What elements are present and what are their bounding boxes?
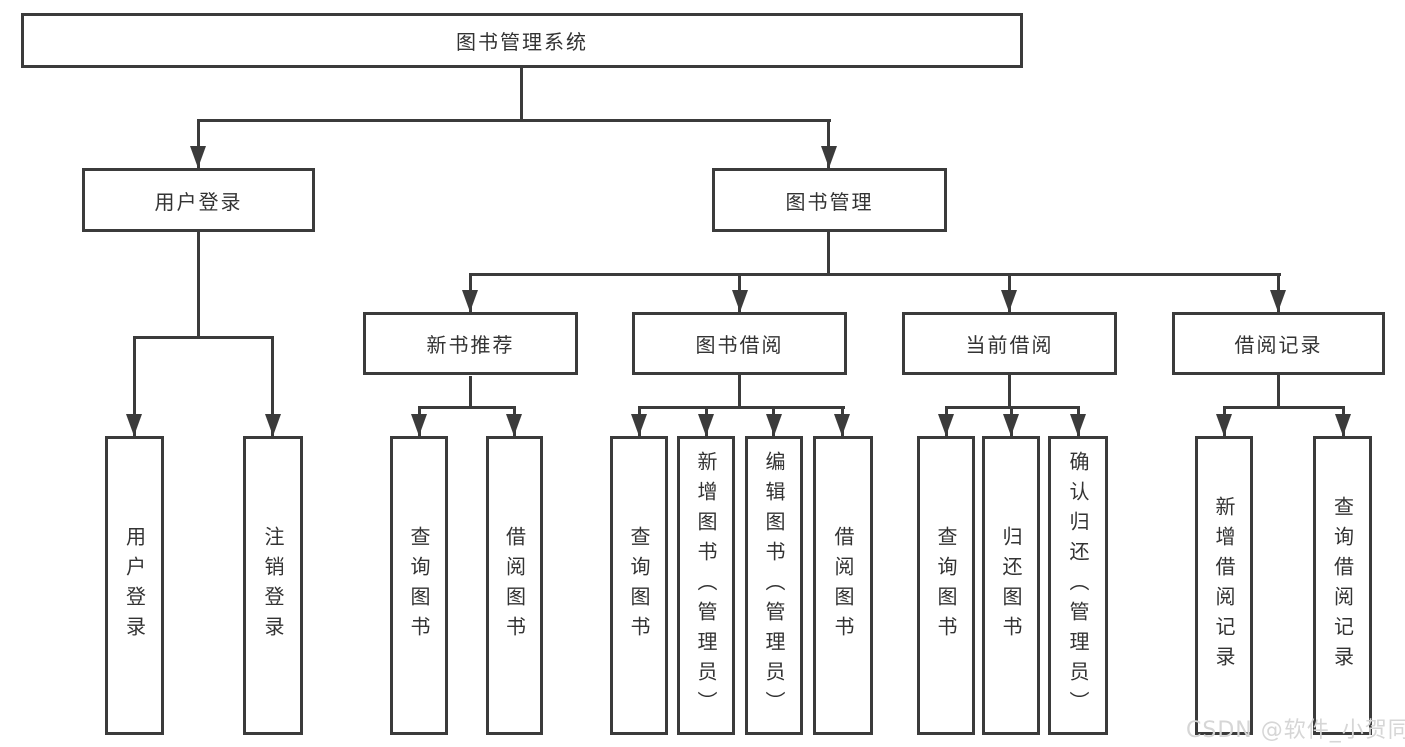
leaf-borrow-add-books-admin: 新增图书（管理员） xyxy=(677,436,735,735)
connector-line xyxy=(1008,375,1011,406)
connector-line xyxy=(133,336,136,436)
connector-line xyxy=(738,375,741,406)
leaf-borrow-edit-books-admin: 编辑图书（管理员） xyxy=(745,436,803,735)
connector-line xyxy=(469,376,472,406)
arrowhead-down-icon xyxy=(766,414,782,436)
leaf-newrec-borrow-books: 借阅图书 xyxy=(486,436,543,735)
node-new-book-recommend: 新书推荐 xyxy=(363,312,578,375)
leaf-logout: 注销登录 xyxy=(243,436,303,735)
connector-line xyxy=(133,336,274,339)
leaf-borrow-search-books: 查询图书 xyxy=(610,436,668,735)
connector-line xyxy=(827,119,830,168)
arrowhead-down-icon xyxy=(938,414,954,436)
arrowhead-down-icon xyxy=(732,290,748,312)
connector-line xyxy=(271,336,274,436)
csdn-watermark: CSDN @软件_小贺同学 xyxy=(1186,718,1405,743)
arrowhead-down-icon xyxy=(1270,290,1286,312)
arrowhead-down-icon xyxy=(411,414,427,436)
node-borrow-records: 借阅记录 xyxy=(1172,312,1385,375)
connector-line xyxy=(520,68,523,119)
arrowhead-down-icon xyxy=(1335,414,1351,436)
node-user-login: 用户登录 xyxy=(82,168,315,232)
connector-line xyxy=(638,406,845,409)
arrowhead-down-icon xyxy=(126,414,142,436)
arrowhead-down-icon xyxy=(1003,414,1019,436)
leaf-current-confirm-return-admin: 确认归还（管理员） xyxy=(1048,436,1108,735)
arrowhead-down-icon xyxy=(1216,414,1232,436)
node-book-management: 图书管理 xyxy=(712,168,947,232)
arrowhead-down-icon xyxy=(821,146,837,168)
leaf-current-return-books: 归还图书 xyxy=(982,436,1040,735)
node-book-borrow: 图书借阅 xyxy=(632,312,847,375)
arrowhead-down-icon xyxy=(462,290,478,312)
node-library-system: 图书管理系统 xyxy=(21,13,1023,68)
connector-line xyxy=(1223,406,1345,409)
connector-line xyxy=(197,119,831,122)
connector-line xyxy=(197,232,200,336)
leaf-records-add-record: 新增借阅记录 xyxy=(1195,436,1253,735)
arrowhead-down-icon xyxy=(698,414,714,436)
connector-line xyxy=(1277,375,1280,406)
connector-line xyxy=(827,232,830,273)
arrowhead-down-icon xyxy=(1070,414,1086,436)
leaf-records-search-record: 查询借阅记录 xyxy=(1313,436,1372,735)
arrowhead-down-icon xyxy=(265,414,281,436)
leaf-newrec-search-books: 查询图书 xyxy=(390,436,448,735)
arrowhead-down-icon xyxy=(1001,290,1017,312)
arrowhead-down-icon xyxy=(834,414,850,436)
connector-line xyxy=(418,406,516,409)
leaf-borrow-borrow-books: 借阅图书 xyxy=(813,436,873,735)
arrowhead-down-icon xyxy=(631,414,647,436)
connector-line xyxy=(469,273,1281,276)
leaf-current-search-books: 查询图书 xyxy=(917,436,975,735)
node-current-borrow: 当前借阅 xyxy=(902,312,1117,375)
arrowhead-down-icon xyxy=(190,146,206,168)
connector-line xyxy=(197,119,200,168)
arrowhead-down-icon xyxy=(506,414,522,436)
leaf-user-login: 用户登录 xyxy=(105,436,164,735)
